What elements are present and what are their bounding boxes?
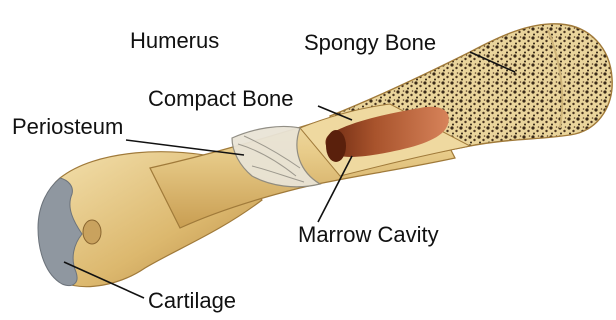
label-cartilage: Cartilage [148, 290, 236, 312]
condyle-highlight [83, 220, 101, 244]
label-compact-bone: Compact Bone [148, 88, 294, 110]
label-spongy-bone: Spongy Bone [304, 32, 436, 54]
label-periosteum: Periosteum [12, 116, 123, 138]
title-humerus: Humerus [130, 30, 219, 52]
marrow-opening [326, 130, 346, 162]
label-marrow-cavity: Marrow Cavity [298, 224, 439, 246]
